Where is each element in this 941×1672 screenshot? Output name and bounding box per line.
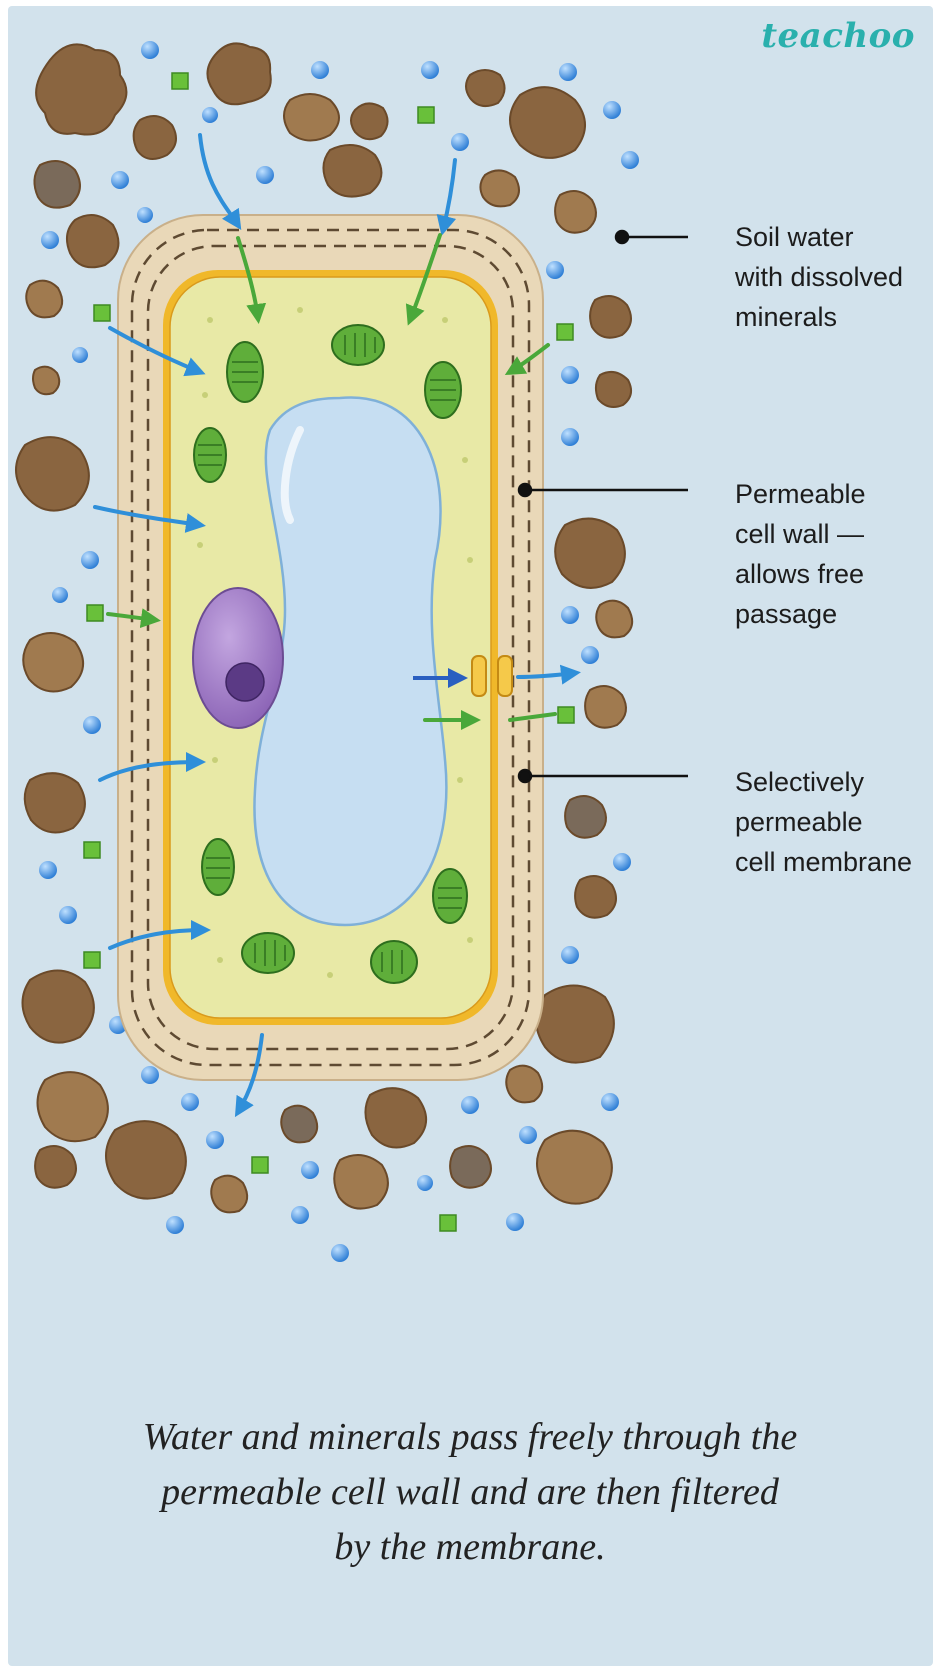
- label-leaders: [517, 229, 688, 784]
- mineral-arrows: [106, 233, 557, 730]
- water-droplets: [39, 41, 639, 1262]
- soil-particles: [15, 42, 634, 1214]
- water-arrows: [93, 133, 581, 1118]
- diagram-caption: Water and minerals pass freely through t…: [142, 1416, 798, 1568]
- nucleus: [192, 587, 284, 729]
- label-cell-membrane: Selectively permeable cell membrane: [735, 767, 913, 877]
- label-soil-water: Soil water with dissolved minerals: [735, 222, 904, 332]
- teachoo-logo: teachoo: [761, 16, 915, 56]
- central-vacuole: [253, 396, 448, 927]
- membrane-channel: [471, 655, 513, 697]
- chloroplasts: [193, 324, 468, 984]
- mineral-particles: [83, 72, 575, 1232]
- cytoplasm-granules: [197, 307, 473, 978]
- label-cell-wall: Permeable cell wall — allows free passag…: [735, 479, 866, 629]
- chloroplast-grana: [198, 333, 462, 974]
